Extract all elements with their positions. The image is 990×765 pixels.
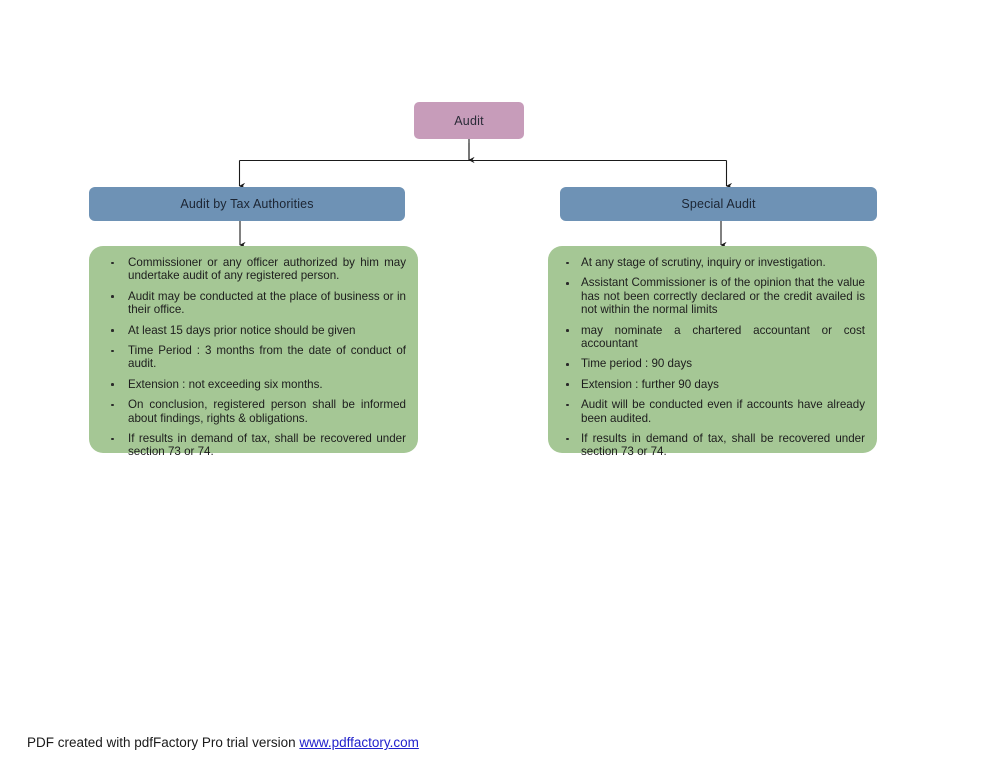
list-item: Commissioner or any officer authorized b…	[107, 256, 406, 283]
list-item: Extension : further 90 days	[562, 378, 865, 391]
bullet-list-right: At any stage of scrutiny, inquiry or inv…	[562, 256, 865, 459]
list-item: If results in demand of tax, shall be re…	[562, 432, 865, 459]
pdf-footer: PDF created with pdfFactory Pro trial ve…	[27, 735, 419, 750]
node-special-audit-label: Special Audit	[681, 197, 756, 211]
node-audit-root-label: Audit	[454, 113, 484, 128]
list-item: At least 15 days prior notice should be …	[107, 324, 406, 337]
pdf-footer-text: PDF created with pdfFactory Pro trial ve…	[27, 735, 300, 750]
node-audit-by-tax-authorities-header: Audit by Tax Authorities	[89, 187, 405, 221]
node-audit-root: Audit	[414, 102, 524, 139]
list-item: Time period : 90 days	[562, 357, 865, 370]
panel-special-audit: At any stage of scrutiny, inquiry or inv…	[548, 246, 877, 458]
list-item: If results in demand of tax, shall be re…	[107, 432, 406, 459]
list-item: Audit will be conducted even if accounts…	[562, 398, 865, 425]
panel-audit-by-tax-authorities: Commissioner or any officer authorized b…	[89, 246, 418, 458]
pdffactory-link[interactable]: www.pdffactory.com	[299, 735, 419, 750]
node-special-audit-header: Special Audit	[560, 187, 877, 221]
list-item: Audit may be conducted at the place of b…	[107, 290, 406, 317]
node-audit-by-tax-authorities-label: Audit by Tax Authorities	[180, 197, 314, 211]
list-item: Extension : not exceeding six months.	[107, 378, 406, 391]
bullet-list-left: Commissioner or any officer authorized b…	[107, 256, 406, 459]
list-item: Assistant Commissioner is of the opinion…	[562, 276, 865, 316]
list-item: may nominate a chartered accountant or c…	[562, 324, 865, 351]
list-item: On conclusion, registered person shall b…	[107, 398, 406, 425]
list-item: At any stage of scrutiny, inquiry or inv…	[562, 256, 865, 269]
list-item: Time Period : 3 months from the date of …	[107, 344, 406, 371]
